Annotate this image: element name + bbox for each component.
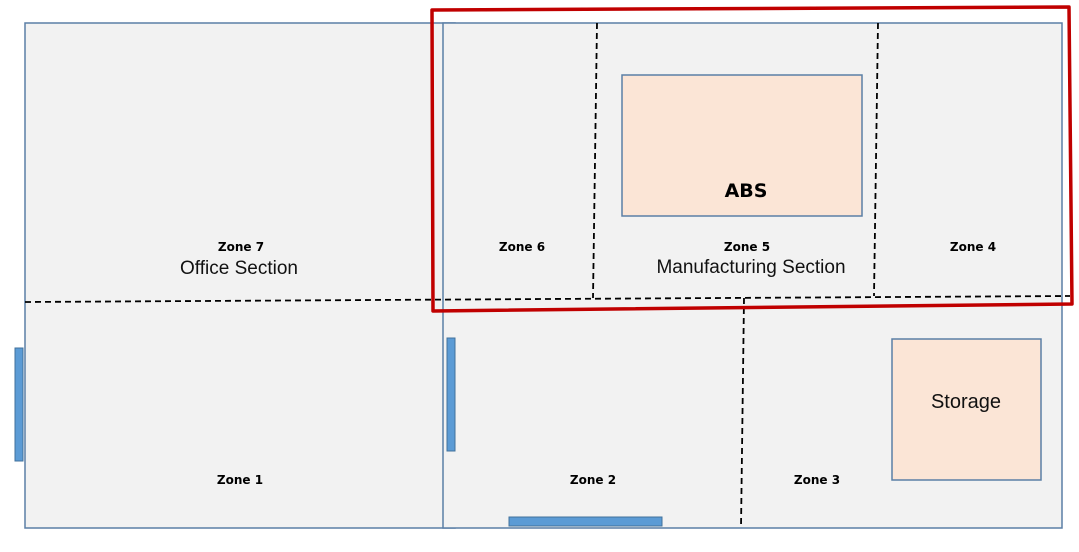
horizontal-zone-divider <box>24 295 1071 303</box>
divider-zone6-zone5 <box>592 22 598 299</box>
storage-area <box>891 338 1042 481</box>
divider-zone5-zone4 <box>873 22 879 297</box>
zone-4-label: Zone 4 <box>950 240 996 254</box>
office-building <box>24 22 456 529</box>
divider-zone2-zone3 <box>740 297 745 529</box>
abs-label: ABS <box>725 180 768 202</box>
zone-1-label: Zone 1 <box>217 473 263 487</box>
storage-label: Storage <box>931 391 1001 413</box>
highlight-frame <box>430 5 1074 313</box>
zone-2-label: Zone 2 <box>570 473 616 487</box>
door-left-wall <box>14 347 24 462</box>
zone-6-label: Zone 6 <box>499 240 545 254</box>
zone-3-label: Zone 3 <box>794 473 840 487</box>
office-section-label: Office Section <box>180 258 298 279</box>
zone-7-label: Zone 7 <box>218 240 264 254</box>
door-bottom-wall <box>508 516 663 527</box>
abs-area <box>621 74 863 217</box>
zone-5-label: Zone 5 <box>724 240 770 254</box>
manufacturing-section-label: Manufacturing Section <box>656 257 845 278</box>
door-interior-wall <box>446 337 456 452</box>
